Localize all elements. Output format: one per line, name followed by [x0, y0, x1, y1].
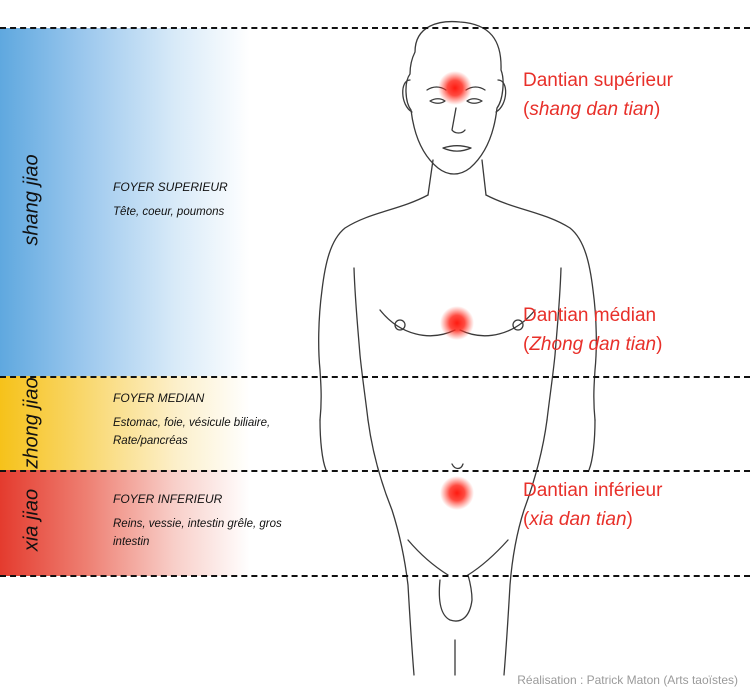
upper-burner-band: [0, 28, 250, 376]
credit-text: Réalisation : Patrick Maton (Arts taoïst…: [517, 673, 738, 687]
dantian-inferieur-pinyin-line: (xia dan tian): [523, 509, 633, 530]
middle-burner-band: [0, 376, 250, 470]
lower-burner-band: [0, 470, 250, 576]
band-label-zhong-jiao: zhong jiao: [20, 377, 43, 469]
foyer-superieur-title: FOYER SUPERIEUR: [113, 180, 228, 194]
dantian-median-pinyin-line: (Zhong dan tian): [523, 334, 663, 355]
foyer-median-title: FOYER MEDIAN: [113, 391, 205, 405]
dantian-median-name: Dantian médian: [523, 305, 657, 326]
band-label-xia-jiao: xia jiao: [20, 488, 43, 552]
upper-dantian-dot: [438, 71, 472, 105]
dantian-inferieur-label: Dantian inférieur (xia dan tian): [523, 476, 662, 534]
separator-top: [0, 27, 750, 29]
separator-middle-lower: [0, 470, 750, 472]
dantian-inferieur-name: Dantian inférieur: [523, 480, 663, 501]
separator-upper-middle: [0, 376, 750, 378]
dantian-inferieur-pinyin: xia dan tian: [529, 509, 627, 530]
separator-bottom: [0, 575, 750, 577]
foyer-median-desc: Estomac, foie, vésicule biliaire, Rate/p…: [113, 417, 271, 447]
foyer-inferieur-desc: Reins, vessie, intestin grêle, gros inte…: [113, 518, 282, 548]
foyer-superieur-desc: Tête, coeur, poumons: [113, 206, 225, 218]
middle-dantian-dot: [440, 306, 474, 340]
dantian-superieur-pinyin-line: (shang dan tian): [523, 99, 661, 120]
lower-dantian-dot: [440, 476, 474, 510]
dantian-superieur-label: Dantian supérieur (shang dan tian): [523, 66, 673, 124]
dantian-median-pinyin: Zhong dan tian: [529, 334, 657, 355]
dantian-superieur-pinyin: shang dan tian: [529, 99, 654, 120]
dantian-median-label: Dantian médian (Zhong dan tian): [523, 301, 662, 359]
dantian-superieur-name: Dantian supérieur: [523, 70, 673, 91]
foyer-inferieur-title: FOYER INFERIEUR: [113, 492, 223, 506]
band-label-shang-jiao: shang jiao: [20, 154, 43, 246]
